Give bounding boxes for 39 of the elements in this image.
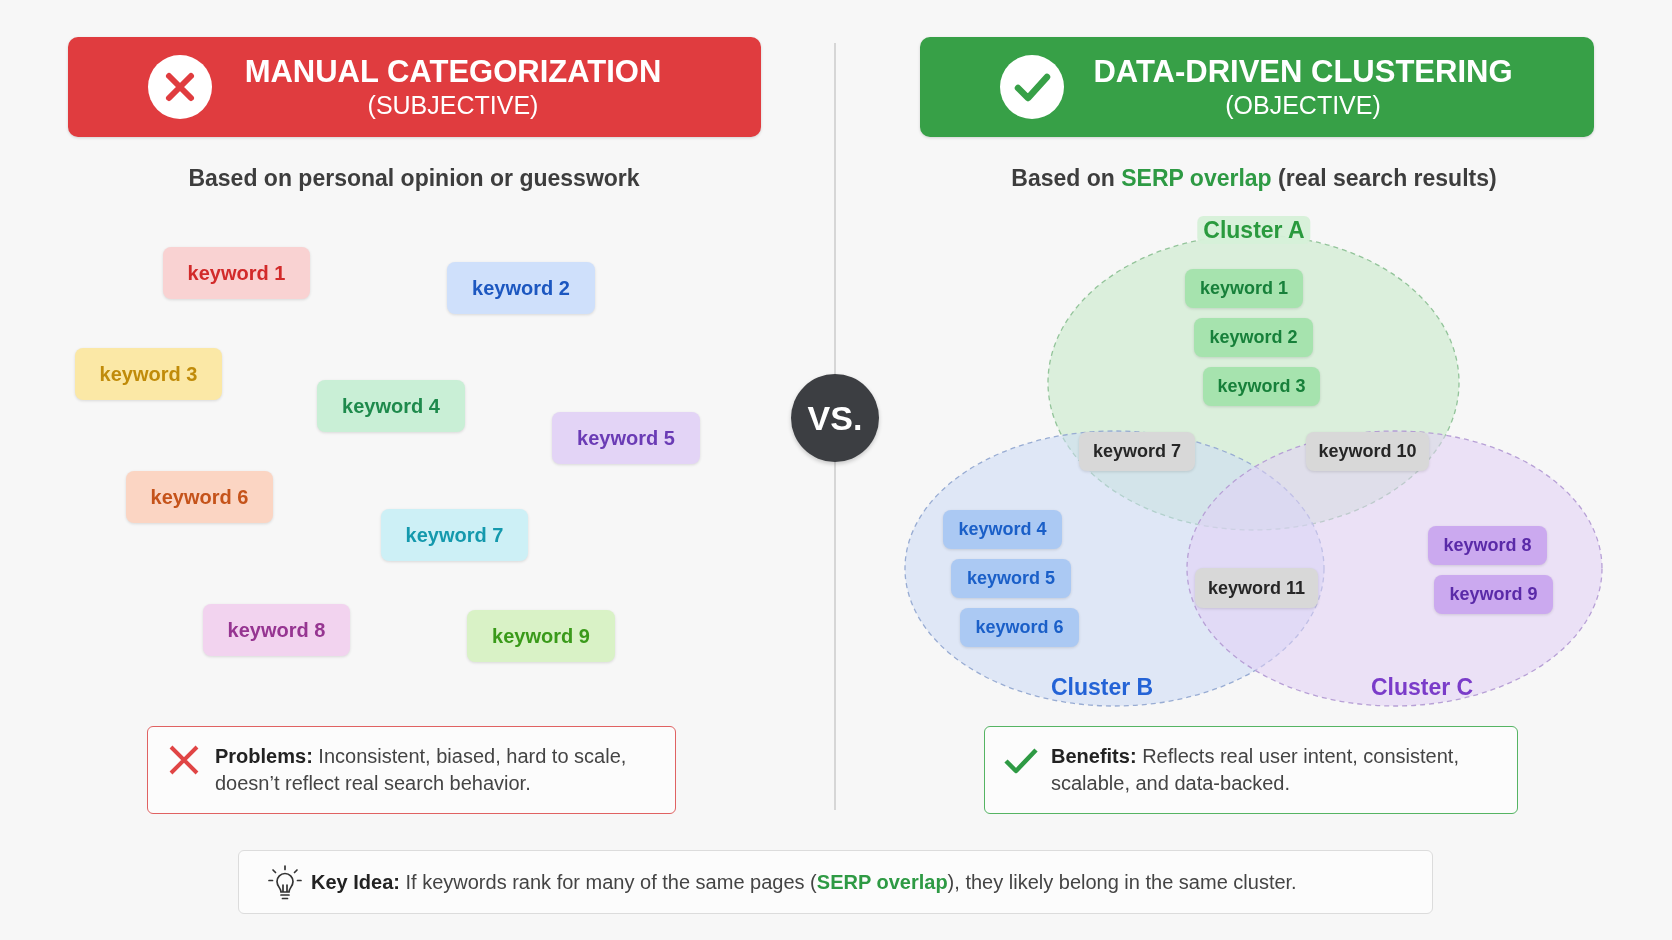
keyword-tag: keyword 3 [75,348,222,400]
header-title: DATA-DRIVEN CLUSTERING [1093,53,1513,90]
keyword-tag: keyword 2 [447,262,595,314]
problems-panel [147,726,676,814]
keyword-tag: keyword 6 [126,471,273,523]
keyword-tag: keyword 10 [1306,432,1429,471]
keyword-tag: keyword 7 [381,509,528,561]
header-subtitle: (SUBJECTIVE) [367,90,539,121]
keyword-tag: keyword 2 [1194,318,1313,357]
header-banner [920,37,1594,137]
keyword-tag: keyword 4 [943,510,1062,549]
cluster-title: Cluster C [1369,673,1475,701]
keyword-tag: keyword 9 [1434,575,1553,614]
panel-text: Problems: Inconsistent, biased, hard to scale, doesn’t reflect real search behavior. [215,744,628,796]
keyword-tag: keyword 8 [1428,526,1547,565]
subtitle: Based on SERP overlap (real search results) [1011,164,1497,192]
keyword-tag: keyword 8 [203,604,350,656]
header-title: MANUAL CATEGORIZATION [244,53,662,90]
versus-badge: VS. [791,374,879,462]
cluster-ellipse [1186,430,1603,707]
key-idea-text: Key Idea: If keywords rank for many of the same pages (SERP overlap), they likely belong in the same cluster. [311,869,1297,895]
keyword-tag: keyword 5 [552,412,700,464]
keyword-tag: keyword 1 [1185,269,1303,308]
cluster-title: Cluster B [1049,673,1155,701]
subtitle: Based on personal opinion or guesswork [188,164,640,192]
keyword-tag: keyword 1 [163,247,310,299]
key-idea-panel [238,850,1433,914]
keyword-tag: keyword 6 [960,608,1079,647]
keyword-tag: keyword 7 [1079,432,1195,471]
header-subtitle: (OBJECTIVE) [1225,90,1381,121]
keyword-tag: keyword 5 [951,559,1071,598]
keyword-tag: keyword 11 [1195,568,1318,608]
keyword-tag: keyword 4 [317,380,465,432]
keyword-tag: keyword 3 [1203,367,1320,406]
cluster-title: Cluster A [1197,216,1311,244]
panel-text: Benefits: Reflects real user intent, consistent, scalable, and data-backed. [1051,744,1460,796]
header-banner [68,37,761,137]
benefits-panel [984,726,1518,814]
keyword-tag: keyword 9 [467,610,615,662]
